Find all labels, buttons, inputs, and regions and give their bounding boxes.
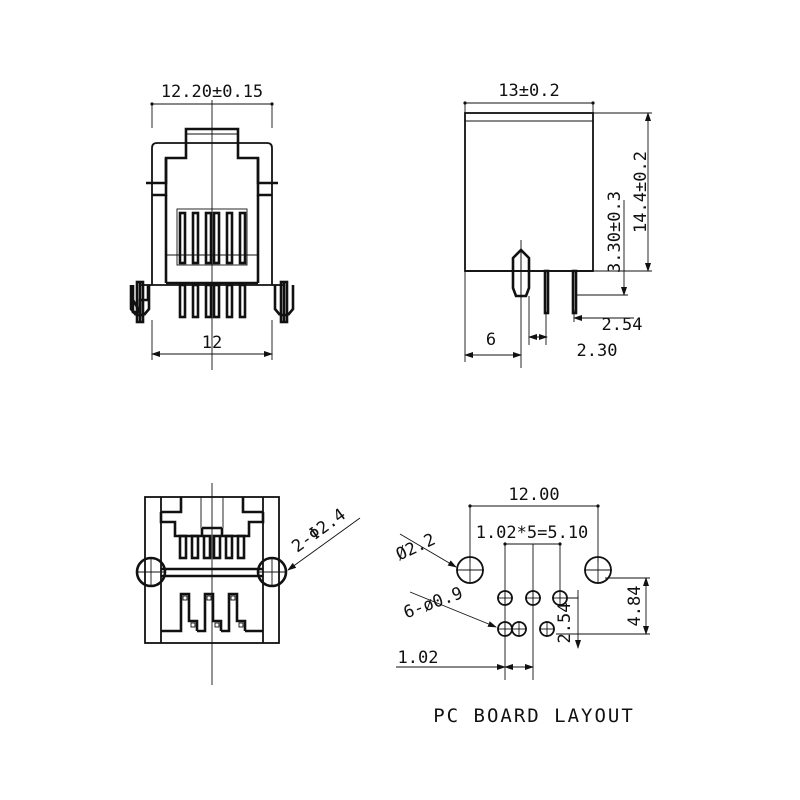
front-view	[129, 100, 295, 370]
pcb-boss-hole-left	[456, 556, 484, 584]
pcb-overall-width-label: 12.00	[508, 485, 559, 505]
bottom-view-mount-hole-left	[135, 556, 167, 588]
front-view-width-label: 12.20±0.15	[161, 82, 263, 102]
front-view-board-lock-right	[273, 280, 295, 324]
side-view-depth-label: 13±0.2	[498, 81, 559, 101]
pcb-pin-holes-lower-row	[497, 621, 555, 637]
bottom-view-mount-hole-right	[256, 556, 288, 588]
pcb-pin-dia-leader	[409, 591, 497, 628]
pcb-pin-dia-label: 6-ø0.9	[401, 583, 466, 623]
bottom-view-contact-fingers	[178, 534, 246, 560]
bottom-view-mount-hole-leader	[287, 517, 361, 571]
bottom-view-outline	[144, 496, 280, 644]
side-view-body-outline	[464, 112, 594, 272]
pcb-pin-pitch-label: 1.02*5=5.10	[476, 523, 589, 543]
pcb-edge-offset-label: 1.02	[398, 648, 439, 668]
pcb-boss-dia-leader	[399, 533, 457, 568]
pcb-overall-width-dimension	[468, 504, 600, 562]
front-view-board-lock-left	[129, 280, 151, 324]
side-view-peg-offset-dimension	[464, 271, 522, 362]
side-view-peg-offset-label: 6	[486, 330, 496, 350]
side-view-depth-dimension	[463, 101, 595, 120]
bottom-view-upper-cavity	[159, 497, 265, 538]
side-view-height-dimension	[593, 112, 652, 272]
pcb-boss-spacing-dimension	[556, 577, 650, 635]
bottom-view	[135, 483, 361, 685]
front-view-peg-shoulders	[130, 284, 294, 293]
bottom-view-mount-hole-label: 2-Φ2.4	[288, 505, 349, 557]
side-view-inner-height-label: 3.30±0.3	[605, 191, 625, 273]
side-view	[463, 101, 652, 368]
side-view-pin-gap-dimension	[528, 296, 548, 345]
front-view-body-width-dimension	[151, 320, 273, 360]
pcb-boss-spacing-label: 4.84	[625, 586, 645, 627]
side-view-pin-gap-label: 2.30	[577, 341, 618, 361]
pcb-pin-pitch-dimension	[503, 542, 562, 680]
side-view-pin-pitch-label: 2.54	[602, 315, 643, 335]
pcb-boss-dia-label: Ø2.2	[393, 530, 439, 565]
side-view-height-label: 14.4±0.2	[631, 151, 651, 233]
front-view-body-width-label: 12	[202, 333, 222, 353]
pcb-layout-view	[396, 504, 650, 680]
front-view-cavity	[164, 195, 260, 285]
pcb-layout-title: PC BOARD LAYOUT	[433, 705, 635, 727]
bottom-view-latch-ribs	[161, 592, 263, 633]
side-view-pin-pitch-dimension	[573, 310, 634, 322]
pcb-pin-holes-upper-row	[497, 590, 568, 606]
front-view-contact-pins	[178, 211, 247, 265]
bottom-view-mid-bar	[161, 567, 263, 578]
pcb-boss-hole-right	[584, 556, 612, 584]
pcb-row-spacing-dimension	[568, 590, 581, 649]
side-view-inner-height-dimension	[576, 200, 628, 296]
side-view-solder-pins	[543, 269, 578, 315]
front-view-solder-tails	[178, 283, 247, 319]
pcb-row-spacing-label: 2.54	[555, 603, 575, 644]
